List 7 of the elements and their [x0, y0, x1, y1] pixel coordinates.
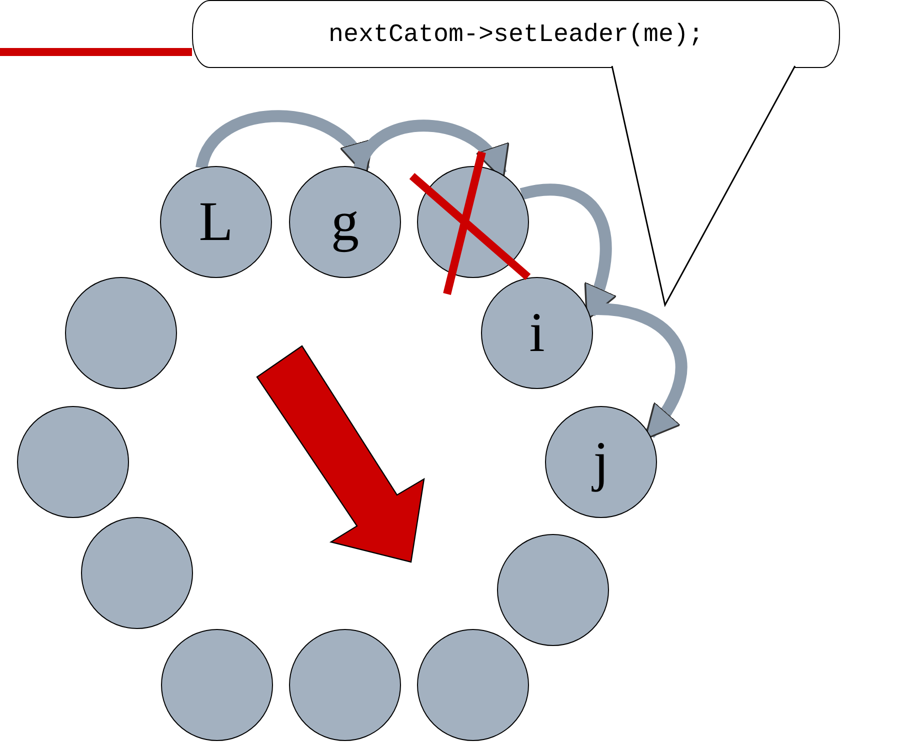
connector-line — [0, 48, 192, 56]
code-text: nextCatom->setLeader(me); — [328, 20, 704, 48]
node-label: i — [529, 305, 545, 361]
node-label: L — [198, 194, 234, 250]
node-label: g — [331, 194, 359, 250]
speech-bubble — [192, 0, 840, 68]
node-label: j — [593, 434, 609, 490]
